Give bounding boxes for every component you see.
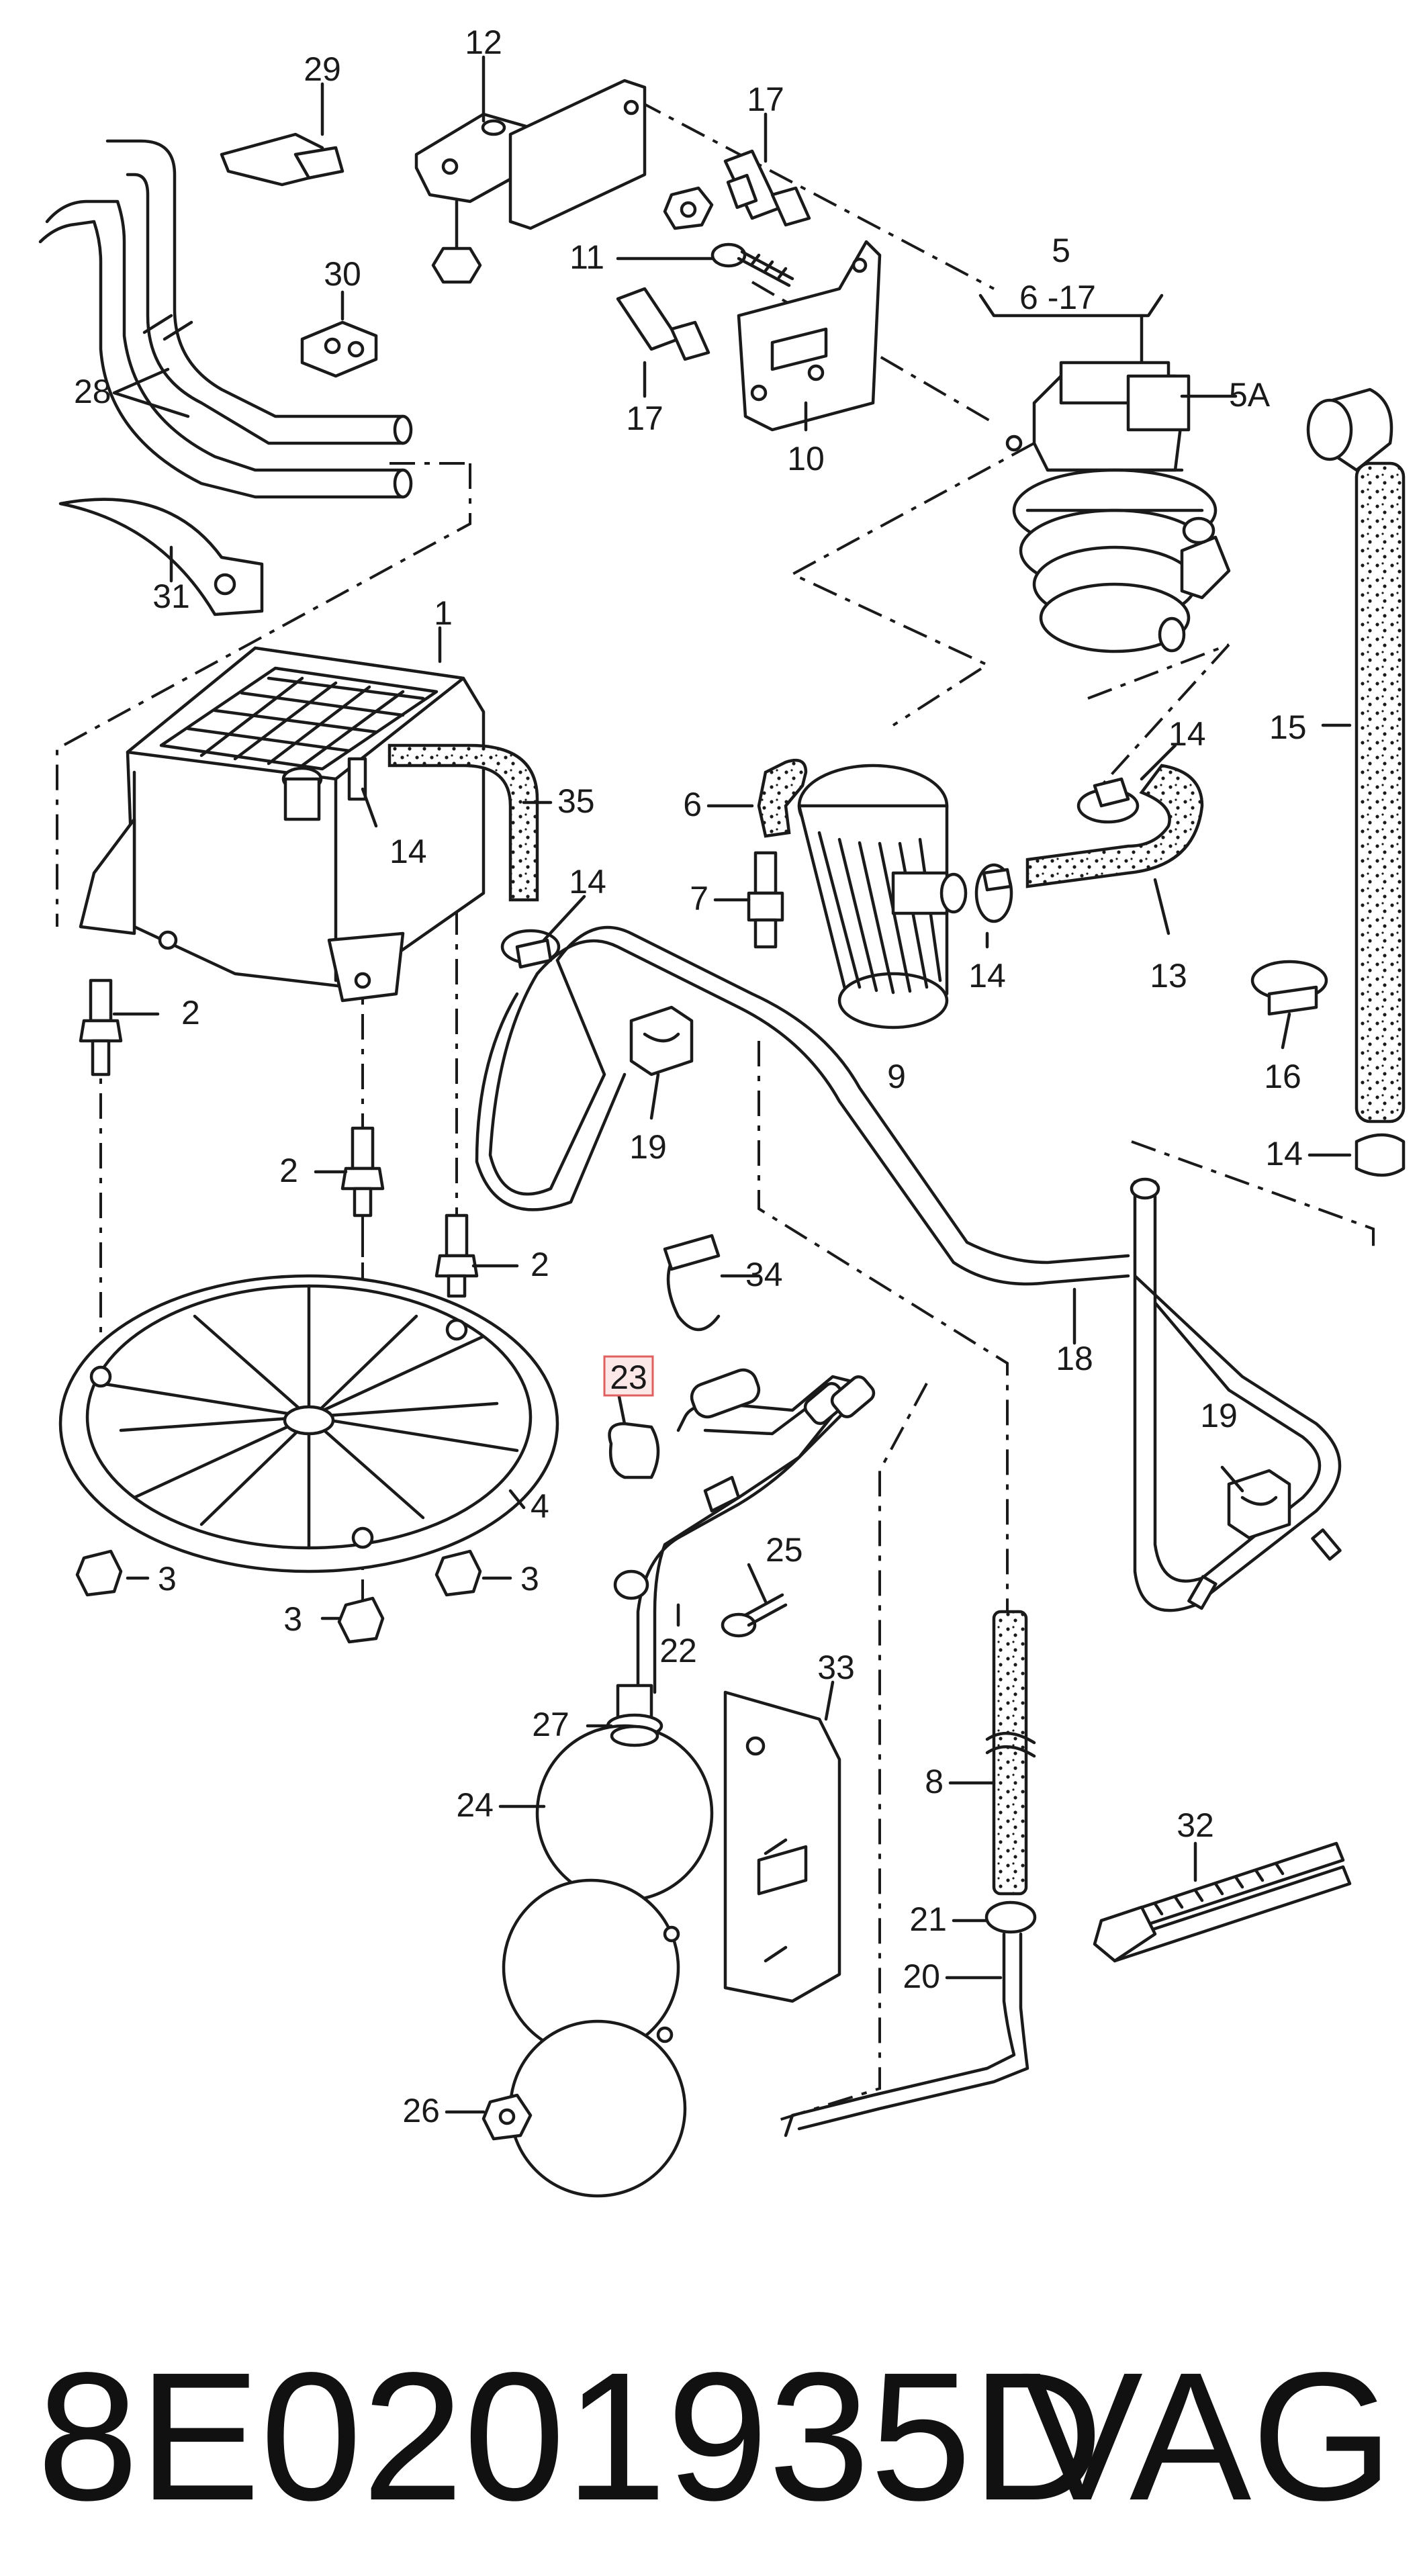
label-33: 33 xyxy=(817,1649,855,1686)
hoses-28 xyxy=(38,139,413,499)
label-3-c: 3 xyxy=(283,1600,302,1638)
valve-17-upper xyxy=(723,149,811,227)
label-16: 16 xyxy=(1264,1058,1301,1095)
hose-35 xyxy=(387,743,539,902)
hose-13 xyxy=(1025,764,1204,888)
valve-17-lower xyxy=(616,287,710,361)
label-17-upper: 17 xyxy=(747,81,784,118)
label-23: 23 xyxy=(610,1359,647,1396)
label-24: 24 xyxy=(456,1786,494,1824)
connector-7 xyxy=(747,851,784,949)
stud-2-center xyxy=(340,1126,385,1217)
label-19-a: 19 xyxy=(629,1128,667,1166)
label-5: 5 xyxy=(1052,232,1070,269)
label-3-a: 3 xyxy=(158,1560,177,1598)
label-35: 35 xyxy=(557,782,595,820)
nuts-3 xyxy=(75,1549,482,1644)
nut-26 xyxy=(481,2093,533,2141)
clip-16 xyxy=(1250,960,1328,1016)
label-26: 26 xyxy=(402,2092,440,2129)
label-9: 9 xyxy=(887,1058,906,1095)
bracket-33 xyxy=(723,1690,841,2003)
label-18: 18 xyxy=(1056,1340,1093,1377)
bracket-10 xyxy=(737,240,882,432)
label-2-b: 2 xyxy=(279,1152,298,1189)
line-22 xyxy=(608,1368,876,1694)
clip-34 xyxy=(663,1234,721,1332)
label-2-c: 2 xyxy=(531,1246,549,1283)
label-27: 27 xyxy=(532,1706,569,1743)
stud-2-left xyxy=(79,978,123,1076)
label-23-highlight[interactable]: 23 xyxy=(603,1355,654,1397)
reservoir-24 xyxy=(502,1724,714,2198)
label-14-e: 14 xyxy=(1265,1135,1303,1172)
hose-15 xyxy=(1306,387,1406,1177)
label-5a: 5A xyxy=(1229,376,1271,414)
bracket-31 xyxy=(58,498,264,616)
label-6: 6 xyxy=(683,786,702,823)
label-20: 20 xyxy=(903,1958,940,1995)
label-14-d: 14 xyxy=(968,957,1006,995)
nut-12 xyxy=(663,186,714,230)
label-14-b: 14 xyxy=(389,833,427,870)
pipe-18 xyxy=(475,925,1342,1612)
label-3-b: 3 xyxy=(520,1560,539,1598)
pump-5 xyxy=(978,293,1231,653)
pipe-20 xyxy=(784,1932,1029,2137)
filter-9 xyxy=(797,764,968,1029)
label-14-c: 14 xyxy=(569,863,606,901)
base-plate-4 xyxy=(58,1274,559,1573)
canister-1 xyxy=(79,646,486,1003)
bolt-25 xyxy=(721,1593,788,1638)
label-29: 29 xyxy=(304,50,341,88)
label-22: 22 xyxy=(659,1632,697,1669)
label-14-a: 14 xyxy=(1168,715,1206,753)
callout-leaders xyxy=(112,55,1352,2114)
assembly-dashed-lines xyxy=(56,99,1375,2123)
bracket-12 xyxy=(414,79,647,284)
clamp-21 xyxy=(984,1900,1037,1934)
clip-14-upper xyxy=(1076,777,1140,824)
label-8: 8 xyxy=(925,1763,944,1800)
label-12: 12 xyxy=(465,24,502,61)
label-4: 4 xyxy=(531,1487,549,1525)
label-13: 13 xyxy=(1150,957,1187,995)
clip-19-lower xyxy=(1227,1469,1291,1540)
clip-14-filter xyxy=(974,863,1013,923)
label-28: 28 xyxy=(74,373,111,410)
label-25: 25 xyxy=(766,1531,803,1569)
brand: VAG xyxy=(1021,2334,1393,2538)
label-2-a: 2 xyxy=(181,994,200,1031)
label-15: 15 xyxy=(1269,708,1307,746)
label-7: 7 xyxy=(690,880,708,917)
label-5-range: 6 -17 xyxy=(1019,279,1096,316)
label-32: 32 xyxy=(1177,1806,1214,1844)
screw-11 xyxy=(710,242,794,287)
label-17-lower: 17 xyxy=(626,400,663,437)
label-21: 21 xyxy=(909,1900,947,1938)
label-10: 10 xyxy=(787,440,825,477)
hose-6 xyxy=(757,758,808,838)
callout-labels: 12 29 17 5 6 -17 11 30 28 17 5A 10 31 1 … xyxy=(74,24,1307,2129)
footer: 8E0201935D VAG xyxy=(37,2334,1393,2538)
clip-30 xyxy=(300,320,378,378)
clip-29 xyxy=(220,132,345,187)
label-30: 30 xyxy=(324,255,361,293)
label-1: 1 xyxy=(434,594,453,632)
label-11: 11 xyxy=(569,238,604,276)
label-31: 31 xyxy=(152,578,190,615)
stud-2-right xyxy=(434,1213,479,1298)
clip-19-upper xyxy=(629,1005,694,1076)
hose-8 xyxy=(985,1610,1036,1896)
part-number: 8E0201935D xyxy=(37,2334,1103,2538)
label-19-b: 19 xyxy=(1200,1397,1238,1434)
label-34: 34 xyxy=(745,1256,783,1293)
cable-tie-32 xyxy=(1093,1841,1352,1963)
